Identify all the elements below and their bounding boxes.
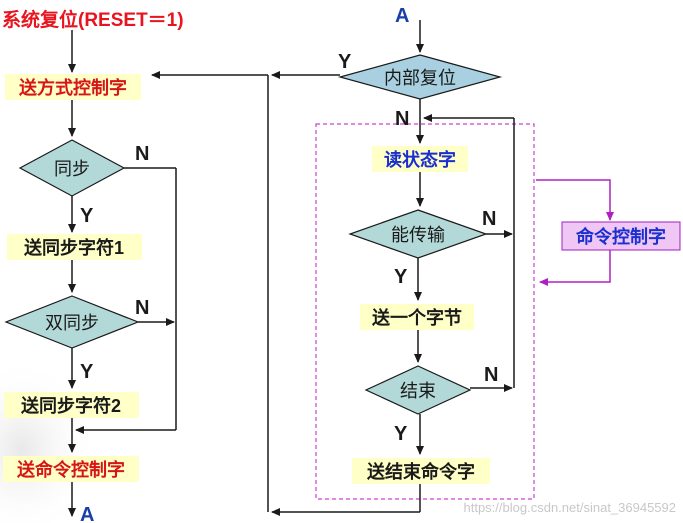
decision-label-can-transfer: 能传输 — [391, 225, 445, 245]
decision-label-internal-reset: 内部复位 — [384, 68, 456, 88]
process-box-send-command — [3, 456, 139, 482]
yes-label: Y — [338, 51, 352, 73]
no-label: N — [135, 143, 149, 165]
no-label: N — [482, 208, 496, 230]
process-box-read-status — [372, 146, 468, 172]
no-label: N — [484, 364, 498, 386]
decision-label-end: 结束 — [400, 381, 436, 401]
yes-label: Y — [80, 205, 94, 227]
yes-label: Y — [394, 423, 408, 445]
decision-label-dual-sync: 双同步 — [45, 313, 99, 333]
no-label: N — [395, 108, 409, 130]
side-box-label: 命令控制字 — [576, 226, 666, 247]
process-label-send-sync2: 送同步字符2 — [20, 395, 121, 416]
side-arrow-out — [539, 250, 611, 286]
process-label-send-command: 送命令控制字 — [16, 459, 125, 480]
process-box-send-sync1 — [7, 234, 142, 260]
process-label-send-sync1: 送同步字符1 — [23, 237, 124, 258]
connector-a-bottom: A — [80, 504, 94, 523]
diagram-title: 系统复位(RESET＝1) — [2, 8, 184, 31]
decision-label-sync: 同步 — [54, 159, 90, 179]
yes-label: Y — [80, 361, 94, 383]
side-arrow-in — [536, 179, 614, 221]
no-label: N — [135, 297, 149, 319]
process-box-send-end-command — [352, 458, 490, 484]
dashed-loop-region — [315, 123, 535, 500]
process-box-send-byte — [360, 304, 474, 330]
side-box-command-control — [561, 221, 681, 251]
process-box-send-mode — [5, 74, 141, 100]
yes-label: Y — [394, 266, 408, 288]
process-label-send-end-command: 送结束命令字 — [366, 461, 475, 482]
process-label-read-status: 读状态字 — [384, 149, 456, 170]
connector-a-top: A — [395, 5, 409, 27]
watermark: https://blog.csdn.net/sinat_36945592 — [464, 500, 677, 515]
process-label-send-byte: 送一个字节 — [371, 307, 462, 328]
process-box-send-sync2 — [4, 392, 139, 418]
decision-diamond-end — [364, 365, 472, 415]
process-label-send-mode: 送方式控制字 — [18, 77, 127, 98]
background-glow — [0, 260, 220, 523]
